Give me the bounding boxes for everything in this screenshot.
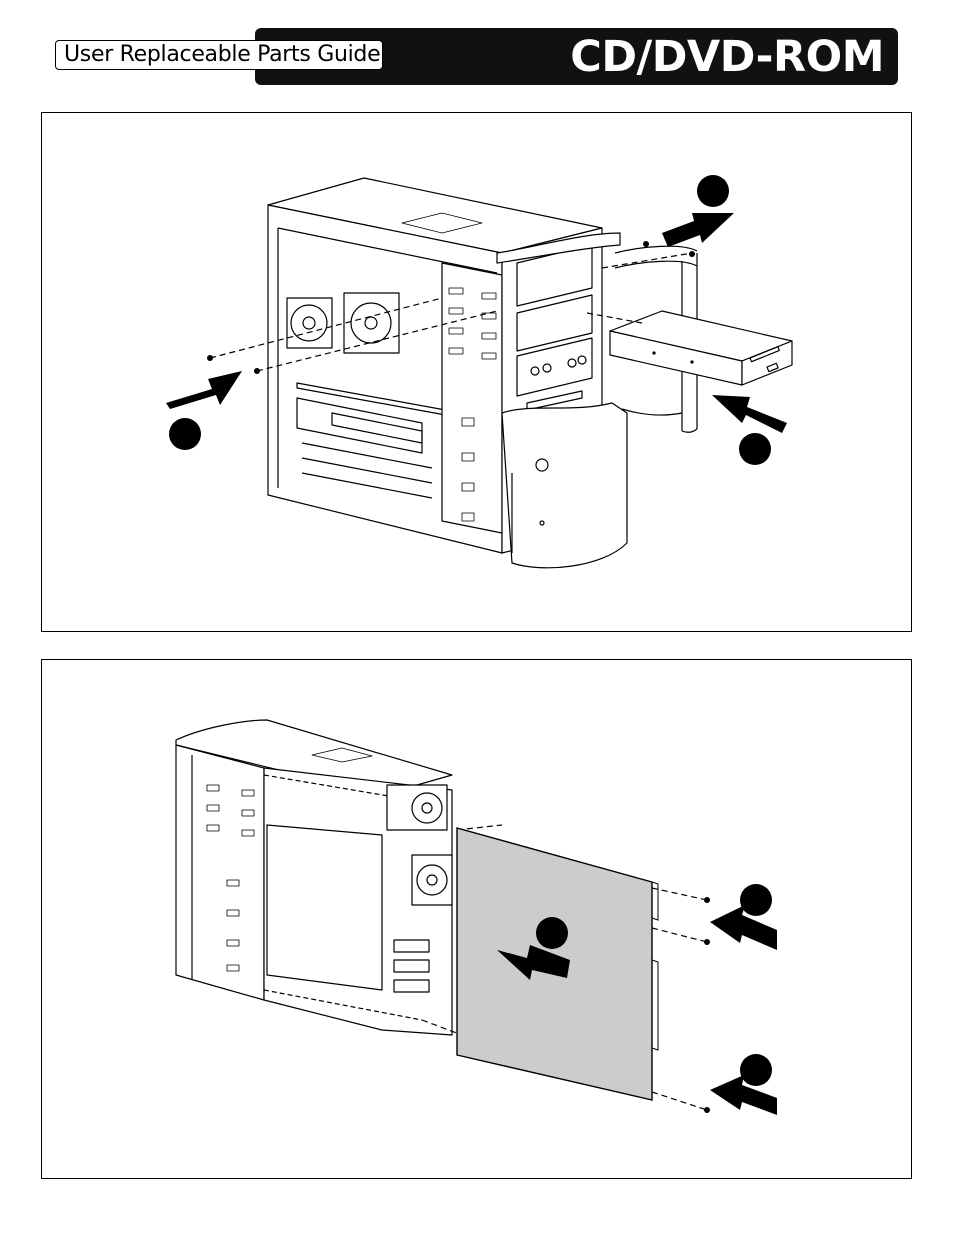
cd-dvd-install-illustration — [42, 113, 913, 633]
access-panel-illustration — [42, 660, 913, 1180]
figure-access-panel — [41, 659, 912, 1179]
guide-label: User Replaceable Parts Guide — [55, 40, 383, 70]
section-title: CD/DVD-ROM — [570, 30, 884, 84]
page-header: CD/DVD-ROM User Replaceable Parts Guide — [0, 0, 954, 110]
figure-cd-dvd-install — [41, 112, 912, 632]
